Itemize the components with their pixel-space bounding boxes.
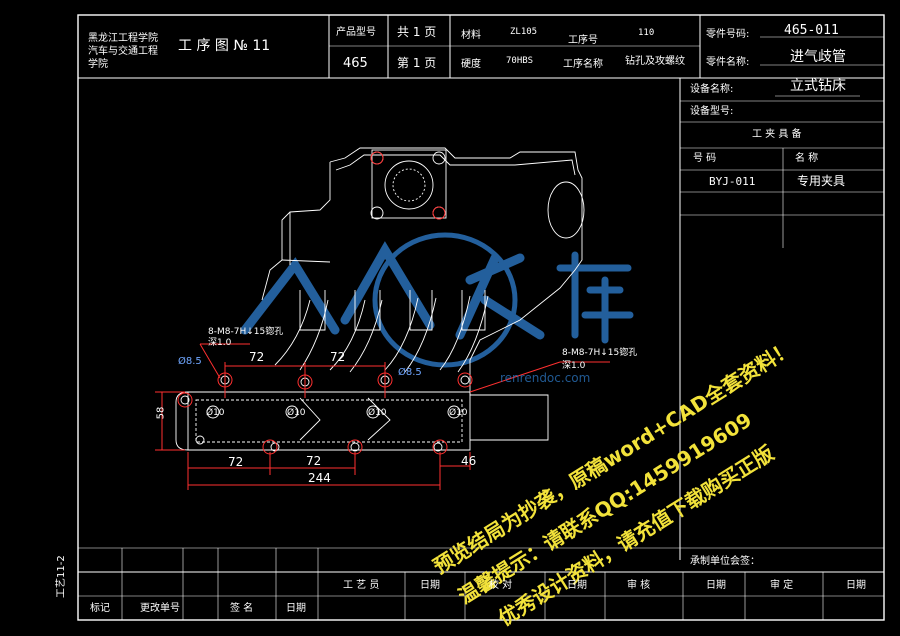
sign-label: 签 名 bbox=[230, 603, 254, 614]
date-3: 日期 bbox=[706, 580, 726, 591]
proofread-label: 校 对 bbox=[489, 580, 513, 591]
date-4: 日期 bbox=[846, 580, 866, 591]
material-value: ZL105 bbox=[510, 27, 538, 37]
hole-label-2: Ø10 bbox=[287, 408, 306, 418]
note2-line-b: 深1.0 bbox=[562, 361, 586, 371]
approve-label: 审 定 bbox=[770, 580, 794, 591]
note2-line-a: 8-M8-7H↓15锪孔 bbox=[562, 348, 638, 358]
fixture-col-no: 号 码 bbox=[693, 153, 717, 164]
sheet-title: 工 序 图 № 11 bbox=[178, 38, 271, 54]
dim-72-top-left: 72 bbox=[249, 350, 265, 364]
total-pages: 共 1 页 bbox=[397, 25, 437, 39]
approval-label: 承制单位会签： bbox=[690, 556, 760, 567]
dim-72-bottom-left: 72 bbox=[228, 455, 244, 469]
change-no-label: 更改单号 bbox=[140, 603, 180, 614]
product-model: 465 bbox=[343, 56, 368, 71]
part-no-label: 零件号码: bbox=[706, 29, 750, 40]
side-code: 工艺11-2 bbox=[56, 555, 67, 598]
process-name-label: 工序名称 bbox=[563, 59, 603, 70]
product-model-label: 产品型号 bbox=[336, 27, 376, 38]
school-name-line1: 黑龙江工程学院 bbox=[88, 33, 158, 44]
fixture-title: 工 夹 具 备 bbox=[752, 129, 802, 140]
equipment-model-label: 设备型号: bbox=[690, 106, 734, 117]
fixture-name: 专用夹具 bbox=[797, 174, 846, 188]
watermark-domain: renrendoc.com bbox=[500, 371, 591, 385]
dia-right: Ø8.5 bbox=[398, 367, 422, 378]
date-1: 日期 bbox=[420, 580, 440, 591]
dia-left: Ø8.5 bbox=[178, 356, 202, 367]
process-no-label: 工序号 bbox=[568, 35, 598, 46]
equipment-name-label: 设备名称: bbox=[690, 84, 734, 95]
dim-46: 46 bbox=[461, 454, 477, 468]
review-label: 审 核 bbox=[627, 580, 651, 591]
note1-line-a: 8-M8-7H↓15锪孔 bbox=[208, 327, 284, 337]
dim-72-top-mid: 72 bbox=[330, 350, 346, 364]
hole-label-1: Ø10 bbox=[206, 408, 225, 418]
fixture-no: BYJ-011 bbox=[709, 175, 756, 188]
dimension-lines bbox=[155, 151, 610, 490]
page-number: 第 1 页 bbox=[397, 56, 437, 70]
dim-58: 58 bbox=[155, 406, 167, 420]
part-no-value: 465-011 bbox=[784, 23, 839, 38]
mark-label: 标记 bbox=[90, 603, 110, 614]
hardness-label: 硬度 bbox=[461, 59, 481, 70]
part-outline bbox=[175, 147, 585, 452]
equipment-name-value: 立式钻床 bbox=[790, 78, 846, 94]
process-name-value: 钻孔及攻螺纹 bbox=[625, 56, 685, 67]
hole-label-3: Ø10 bbox=[368, 408, 387, 418]
school-name-line3: 学院 bbox=[88, 59, 108, 70]
date-2: 日期 bbox=[567, 580, 587, 591]
school-name-line2: 汽车与交通工程 bbox=[88, 46, 158, 57]
outer-frame bbox=[77, 14, 885, 621]
hardness-value: 70HBS bbox=[506, 56, 534, 66]
process-no-value: 110 bbox=[638, 28, 655, 38]
material-label: 材料 bbox=[461, 30, 481, 41]
dim-72-bottom-mid: 72 bbox=[306, 454, 322, 468]
dim-244: 244 bbox=[308, 471, 331, 485]
part-name-value: 进气歧管 bbox=[790, 49, 846, 65]
watermark-logo bbox=[240, 232, 634, 368]
date-5: 日期 bbox=[286, 603, 306, 614]
part-name-label: 零件名称: bbox=[706, 57, 750, 68]
note1-line-b: 深1.0 bbox=[208, 338, 232, 348]
hole-label-4: Ø10 bbox=[449, 408, 468, 418]
craftsman-label: 工 艺 员 bbox=[343, 580, 380, 591]
fixture-col-name: 名 称 bbox=[795, 153, 819, 164]
